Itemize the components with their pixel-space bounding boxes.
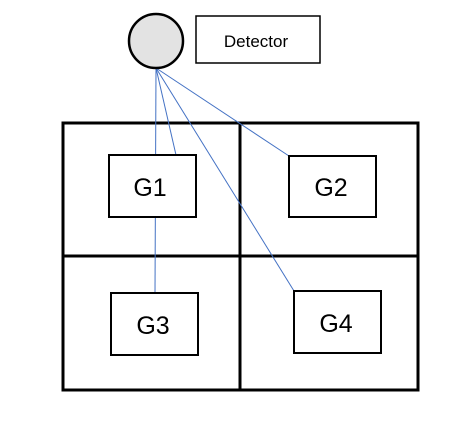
detector-label-box	[195, 15, 321, 64]
group-g3-box	[110, 292, 199, 356]
detector-label: Detector	[224, 32, 289, 51]
group-g3-label: G3	[136, 312, 169, 340]
detector-circle	[127, 12, 185, 70]
group-g4-box	[293, 290, 382, 354]
group-g4-label: G4	[319, 310, 352, 338]
detector-label-group: Detector	[195, 15, 321, 64]
group-g1: G1	[108, 154, 197, 218]
group-g2: G2	[288, 155, 377, 218]
group-g1-label: G1	[133, 174, 166, 202]
connector-g2	[155, 67, 290, 157]
group-g1-box	[108, 154, 197, 218]
group-g4: G4	[293, 290, 382, 354]
group-g2-box	[288, 155, 377, 218]
group-g3: G3	[110, 292, 199, 356]
connector-g1	[155, 67, 177, 156]
group-g2-label: G2	[314, 174, 347, 202]
connector-g4	[155, 67, 295, 292]
